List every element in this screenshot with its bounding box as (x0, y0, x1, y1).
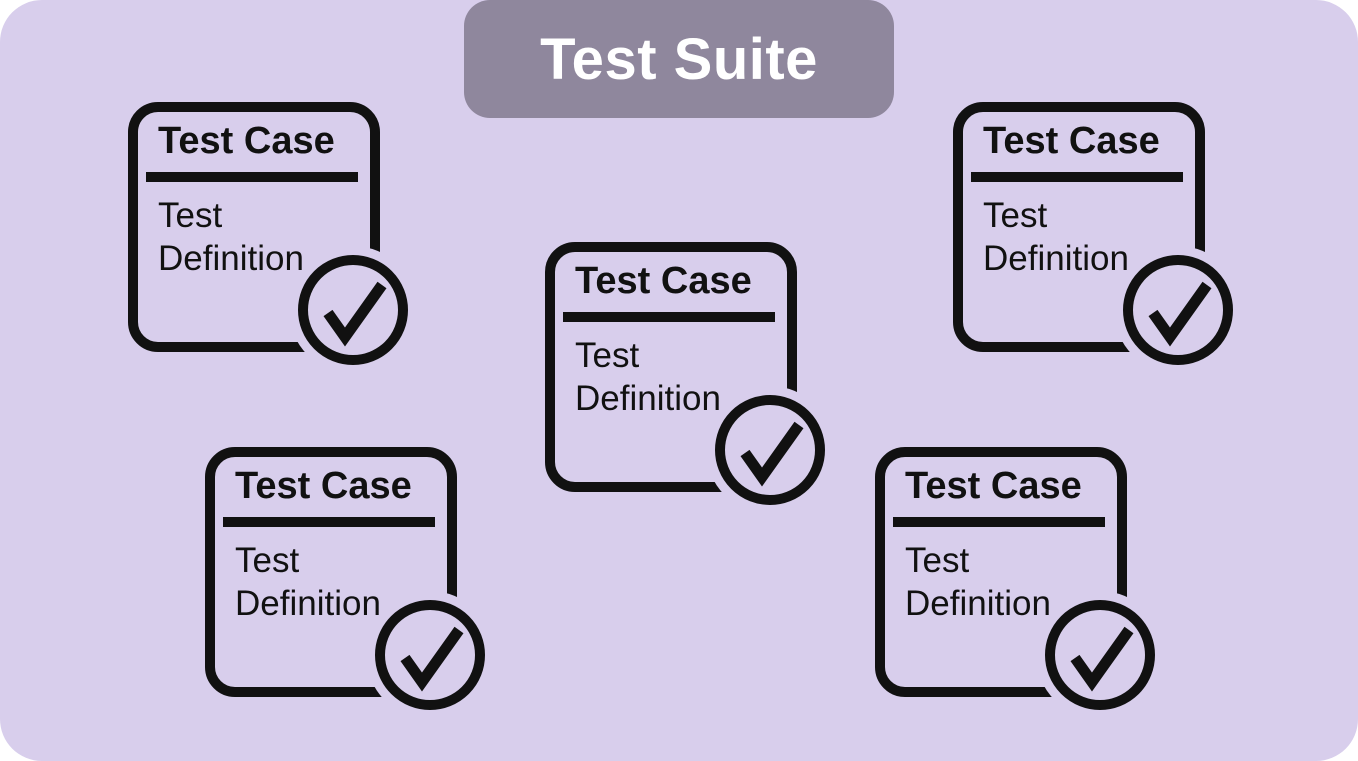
check-circle-icon (715, 395, 825, 505)
check-circle-icon (1045, 600, 1155, 710)
card-body-text: Test Definition (575, 335, 721, 419)
card-body-text: Test Definition (905, 540, 1051, 624)
test-case-card-4: Test Case Test Definition (205, 447, 485, 710)
card-title: Test Case (983, 120, 1160, 162)
page-title: Test Suite (540, 26, 818, 92)
test-case-card-1: Test Case Test Definition (128, 102, 408, 365)
card-divider (223, 516, 435, 527)
card-divider (971, 171, 1183, 182)
card-divider (146, 171, 358, 182)
test-case-card-2: Test Case Test Definition (545, 242, 825, 505)
check-circle-icon (375, 600, 485, 710)
check-circle-icon (1123, 255, 1233, 365)
card-title: Test Case (235, 465, 412, 507)
card-title: Test Case (905, 465, 1082, 507)
test-case-card-3: Test Case Test Definition (953, 102, 1233, 365)
card-body-text: Test Definition (158, 195, 304, 279)
card-title: Test Case (575, 260, 752, 302)
test-suite-banner: Test Suite (464, 0, 894, 118)
card-body-text: Test Definition (983, 195, 1129, 279)
card-divider (893, 516, 1105, 527)
card-body-text: Test Definition (235, 540, 381, 624)
card-title: Test Case (158, 120, 335, 162)
check-circle-icon (298, 255, 408, 365)
test-case-card-5: Test Case Test Definition (875, 447, 1155, 710)
card-divider (563, 311, 775, 322)
